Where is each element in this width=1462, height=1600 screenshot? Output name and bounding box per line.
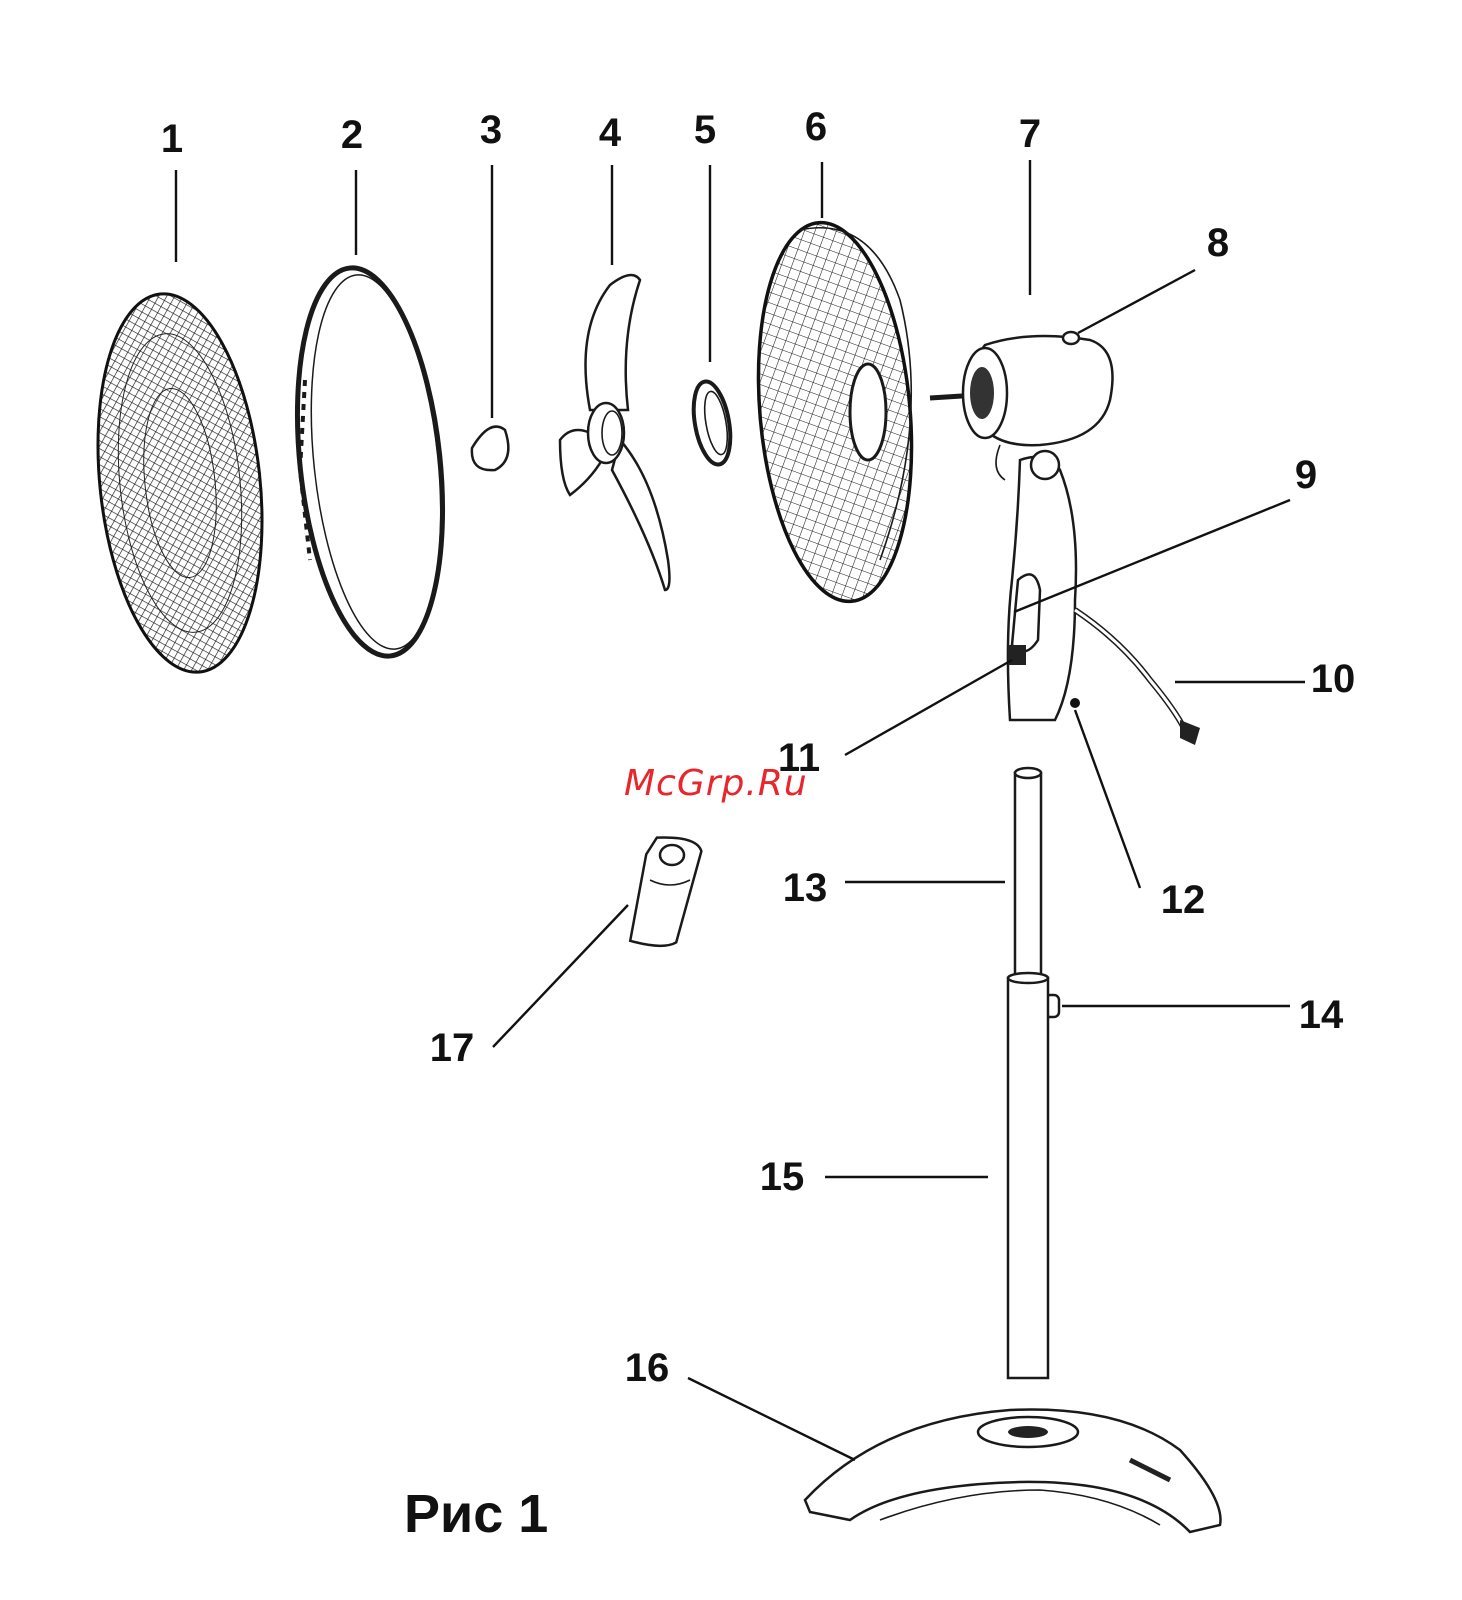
figure-caption: Рис 1: [404, 1483, 548, 1545]
part-label-10: 10: [1311, 657, 1356, 701]
rear-grille: [744, 216, 927, 608]
part-label-14: 14: [1299, 993, 1344, 1037]
lower-pole: [1008, 973, 1048, 1378]
part-label-1: 1: [161, 117, 183, 161]
oscillation-knob: [1063, 332, 1079, 344]
part-label-4: 4: [599, 111, 622, 155]
part-label-7: 7: [1019, 112, 1041, 156]
spinner-cap: [472, 427, 508, 471]
clamp-ring: [280, 261, 460, 663]
part-label-6: 6: [805, 105, 827, 149]
part-label-3: 3: [480, 108, 502, 152]
part-label-8: 8: [1207, 221, 1229, 265]
fixing-screw: [1070, 698, 1080, 708]
part-label-9: 9: [1295, 453, 1317, 497]
remote-control: [630, 836, 702, 947]
fan-blade: [560, 275, 669, 590]
neck-bracket: [1008, 451, 1076, 720]
part-label-16: 16: [625, 1346, 670, 1390]
part-label-15: 15: [760, 1155, 805, 1199]
part-label-17: 17: [430, 1026, 475, 1070]
grille-nut: [688, 379, 736, 468]
upper-pole: [1015, 768, 1041, 978]
front-grille: [81, 286, 280, 681]
stand-base: [805, 1410, 1221, 1533]
watermark: McGrp.Ru: [624, 763, 808, 804]
leader-lines: [176, 160, 1305, 1460]
part-label-12: 12: [1161, 878, 1206, 922]
part-labels: 1 2 3 4 5 6 7 8 9 10 11 12 13 14 15 16 1…: [161, 105, 1355, 1390]
part-label-13: 13: [783, 866, 828, 910]
part-label-2: 2: [341, 113, 363, 157]
part-label-5: 5: [694, 108, 716, 152]
power-cord: [1075, 610, 1200, 745]
